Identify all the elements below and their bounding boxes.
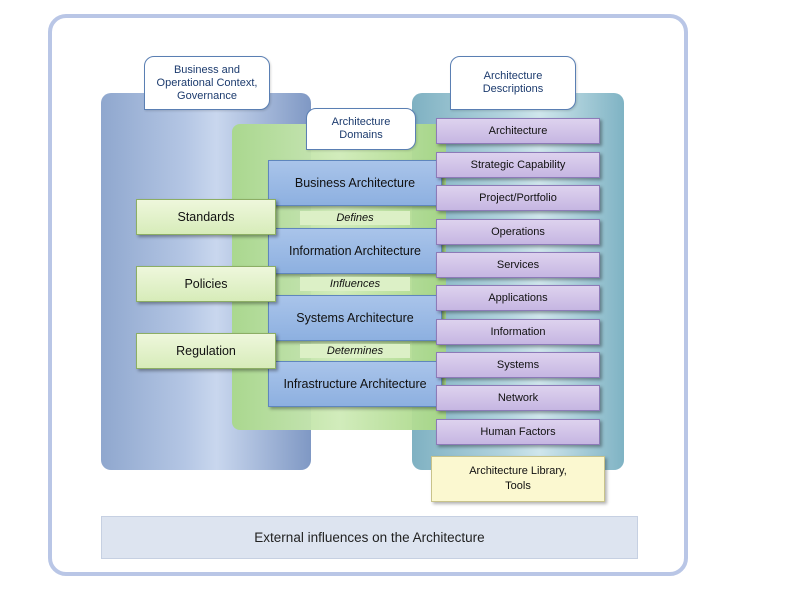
description-operations: Operations xyxy=(436,219,600,245)
architecture-descriptions-callout: Architecture Descriptions xyxy=(450,56,576,110)
external-influences-banner: External influences on the Architecture xyxy=(101,516,638,559)
influences-label: Influences xyxy=(300,277,410,291)
architecture-domains-callout: Architecture Domains xyxy=(306,108,416,150)
description-network: Network xyxy=(436,385,600,411)
architecture-library-box: Architecture Library, Tools xyxy=(431,456,605,502)
business-context-callout: Business and Operational Context, Govern… xyxy=(144,56,270,110)
standards-box: Standards xyxy=(136,199,276,235)
description-applications: Applications xyxy=(436,285,600,311)
description-information: Information xyxy=(436,319,600,345)
determines-label: Determines xyxy=(300,344,410,358)
description-strategic-capability: Strategic Capability xyxy=(436,152,600,178)
description-project-portfolio: Project/Portfolio xyxy=(436,185,600,211)
policies-box: Policies xyxy=(136,266,276,302)
description-systems: Systems xyxy=(436,352,600,378)
defines-label: Defines xyxy=(300,211,410,225)
business-architecture-box: Business Architecture xyxy=(268,160,442,206)
regulation-box: Regulation xyxy=(136,333,276,369)
architecture-library-label: Architecture Library, Tools xyxy=(469,465,567,492)
description-architecture: Architecture xyxy=(436,118,600,144)
systems-architecture-box: Systems Architecture xyxy=(268,295,442,341)
information-architecture-box: Information Architecture xyxy=(268,228,442,274)
infrastructure-architecture-box: Infrastructure Architecture xyxy=(268,361,442,407)
description-human-factors: Human Factors xyxy=(436,419,600,445)
description-services: Services xyxy=(436,252,600,278)
